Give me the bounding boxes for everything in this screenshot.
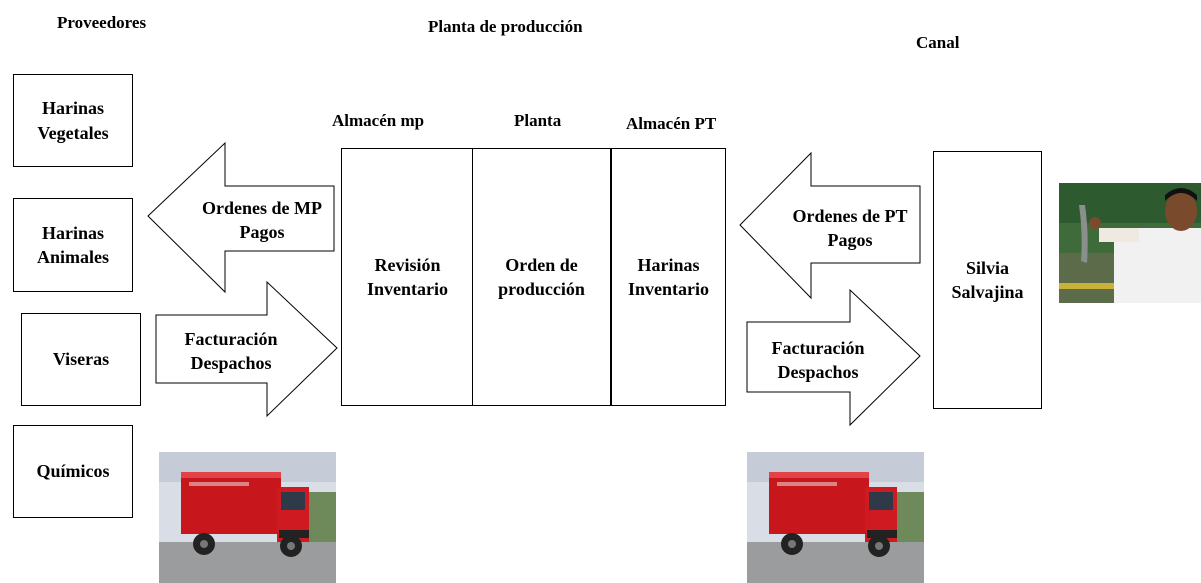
planta-box: Orden de producción [472,148,611,406]
arrow-billing-right-label: Facturación Despachos [771,338,865,383]
arrow-orders-pt-label: Ordenes de PT Pagos [792,206,908,251]
supplier-viseras: Viseras [21,313,141,406]
supplier-quimicos: Químicos [13,425,133,518]
canal-box: Silvia Salvajina [933,151,1042,409]
almacen-pt-box: Harinas Inventario [611,148,726,406]
header-proveedores: Proveedores [57,13,147,32]
truck-photo-left [159,452,336,583]
header-planta-produccion: Planta de producción [428,17,583,36]
supplier-harinas-animales: Harinas Animales [13,198,133,292]
arrow-billing-left-label: Facturación Despachos [184,329,278,374]
supplier-harinas-vegetales: Harinas Vegetales [13,74,133,167]
arrow-orders-mp-label: Ordenes de MP Pagos [202,198,322,243]
almacen-pt-title: Almacén PT [626,114,717,133]
arrow-orders-mp [147,141,335,294]
arrow-orders-pt [739,151,921,300]
almacen-mp-box: Revisión Inventario [341,148,474,406]
fisherman-photo [1059,183,1201,303]
almacen-mp-title: Almacén mp [332,111,425,130]
arrow-billing-right [746,288,921,427]
arrow-billing-left [155,280,338,418]
truck-photo-right [747,452,924,583]
header-canal: Canal [916,33,960,52]
planta-title: Planta [514,111,562,130]
